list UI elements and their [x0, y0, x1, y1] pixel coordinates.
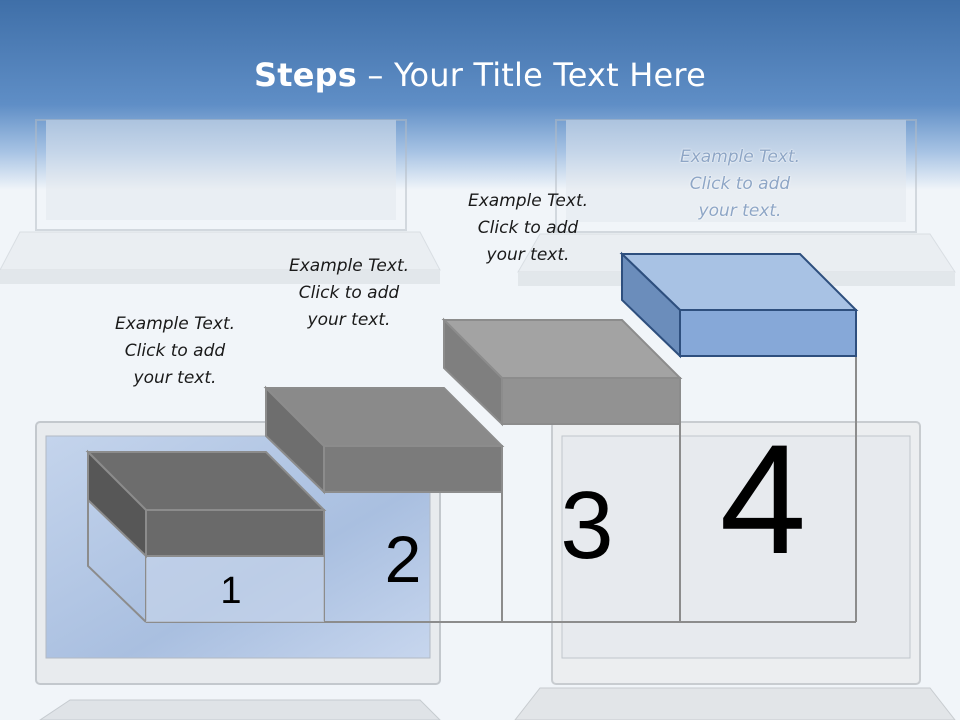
step-1-number: 1 — [220, 570, 242, 612]
caption-line: Example Text. — [114, 314, 236, 334]
step-2-number: 2 — [384, 522, 422, 596]
step-block-4 — [619, 251, 859, 359]
caption-line: Click to add — [124, 341, 226, 361]
step-4-number: 4 — [719, 413, 807, 587]
caption-line: Click to add — [477, 218, 579, 238]
caption-line: your text. — [133, 368, 217, 388]
caption-line: Example Text. — [467, 191, 589, 211]
title-bold: Steps — [254, 56, 358, 94]
step-3-caption[interactable]: Example Text. Click to add your text. — [438, 188, 618, 269]
title-rest: – Your Title Text Here — [357, 56, 706, 94]
caption-line: your text. — [307, 310, 391, 330]
slide-title[interactable]: Steps – Your Title Text Here — [0, 56, 960, 94]
step-block-1 — [85, 449, 327, 559]
step-block-3 — [441, 317, 683, 427]
caption-line: your text. — [486, 245, 570, 265]
caption-line: Example Text. — [679, 147, 801, 167]
caption-line: Click to add — [298, 283, 400, 303]
caption-line: Click to add — [689, 174, 791, 194]
caption-line: your text. — [698, 201, 782, 221]
step-block-2 — [263, 385, 505, 495]
step-2-caption[interactable]: Example Text. Click to add your text. — [259, 253, 439, 334]
step-4-caption[interactable]: Example Text. Click to add your text. — [650, 144, 830, 225]
laptop-illustration-top-left — [0, 119, 441, 284]
caption-line: Example Text. — [288, 256, 410, 276]
step-3-number: 3 — [560, 472, 614, 579]
step-1-caption[interactable]: Example Text. Click to add your text. — [85, 311, 265, 392]
